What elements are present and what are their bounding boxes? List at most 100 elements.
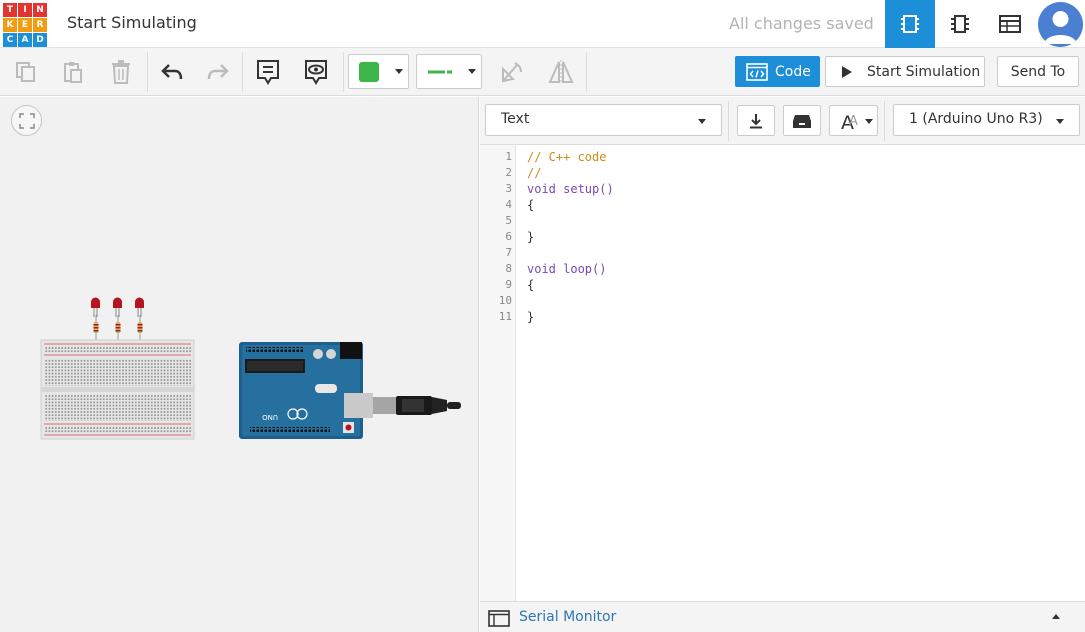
schematic-view-button[interactable] xyxy=(935,0,985,48)
main-toolbar: Code Start Simulation Send To xyxy=(0,48,1085,96)
breadboard[interactable] xyxy=(40,339,195,440)
notes-visibility-button[interactable] xyxy=(300,57,332,87)
toolbar-divider xyxy=(343,52,344,92)
board-select-value: 1 (Arduino Uno R3) xyxy=(909,111,1043,127)
code-line: // C++ code xyxy=(527,150,607,164)
eye-note-icon xyxy=(305,60,327,85)
line-number: 11 xyxy=(498,310,512,323)
line-number: 10 xyxy=(498,294,512,307)
user-avatar[interactable] xyxy=(1038,2,1083,47)
wire-type-dropdown[interactable] xyxy=(416,54,482,89)
redo-button[interactable] xyxy=(202,57,234,87)
code-line: // xyxy=(527,166,542,180)
circuit-drawing: UNO xyxy=(40,297,461,440)
logo-letter: A xyxy=(18,33,32,47)
serial-monitor-bar[interactable]: Serial Monitor xyxy=(480,601,1085,632)
paste-button[interactable] xyxy=(57,57,89,87)
arduino-uno[interactable]: UNO xyxy=(239,342,397,439)
code-line: void loop() xyxy=(527,262,607,276)
code-button-label: Code xyxy=(775,63,811,80)
code-toolbar: Text A A xyxy=(480,97,1085,145)
code-button[interactable]: Code xyxy=(735,56,820,87)
logo-letter: T xyxy=(3,3,17,17)
design-title[interactable]: Start Simulating xyxy=(67,13,197,32)
toolbar-divider xyxy=(586,52,587,92)
resistor[interactable] xyxy=(93,315,99,341)
code-editor-icon xyxy=(746,62,768,81)
component-color-dropdown[interactable] xyxy=(348,54,409,89)
notes-icon xyxy=(257,60,279,85)
workplane-canvas[interactable]: UNO xyxy=(0,97,479,632)
download-icon xyxy=(750,113,762,128)
copy-icon xyxy=(16,62,35,82)
resistor[interactable] xyxy=(115,315,121,341)
redo-icon xyxy=(207,64,229,80)
send-to-button[interactable]: Send To xyxy=(997,56,1079,87)
start-simulation-button[interactable]: Start Simulation xyxy=(825,56,985,87)
code-line: } xyxy=(527,230,535,244)
chevron-up-icon[interactable] xyxy=(1051,613,1061,620)
code-mode-dropdown[interactable]: Text xyxy=(485,104,722,136)
font-size-icon: A A xyxy=(841,112,858,131)
toolbar-divider xyxy=(147,52,148,92)
line-number: 5 xyxy=(505,214,512,227)
led[interactable] xyxy=(113,297,122,318)
library-box-icon xyxy=(793,114,811,128)
code-line: } xyxy=(527,310,535,324)
code-editor[interactable]: // C++ code // void setup() { } void loo… xyxy=(517,145,1085,601)
start-simulation-label: Start Simulation xyxy=(867,63,981,80)
libraries-button[interactable] xyxy=(783,105,821,136)
logo-letter: N xyxy=(33,3,47,17)
wire-icon xyxy=(428,70,452,74)
component-list-icon xyxy=(999,15,1021,33)
rotate-button[interactable] xyxy=(496,57,528,87)
toolbar-divider xyxy=(242,52,243,92)
logo-letter: C xyxy=(3,33,17,47)
serial-monitor-label: Serial Monitor xyxy=(519,609,617,625)
line-number: 4 xyxy=(505,198,512,211)
chevron-down-icon xyxy=(1056,119,1064,124)
download-code-button[interactable] xyxy=(737,105,775,136)
chevron-down-icon xyxy=(395,69,403,74)
led[interactable] xyxy=(91,297,100,318)
flip-button[interactable] xyxy=(545,57,577,87)
resistor[interactable] xyxy=(137,315,143,341)
save-status: All changes saved xyxy=(729,14,874,33)
undo-icon xyxy=(161,64,183,80)
line-number: 8 xyxy=(505,262,512,275)
copy-button[interactable] xyxy=(10,57,42,87)
code-line: void setup() xyxy=(527,182,614,196)
logo-letter: D xyxy=(33,33,47,47)
chevron-down-icon xyxy=(468,69,476,74)
logo-letter: K xyxy=(3,18,17,32)
usb-cable[interactable] xyxy=(396,396,461,415)
trash-icon xyxy=(112,60,130,84)
fit-view-button[interactable] xyxy=(11,105,42,136)
delete-button[interactable] xyxy=(105,57,137,87)
svg-text:UNO: UNO xyxy=(262,413,278,421)
circuit-view-button[interactable] xyxy=(885,0,935,48)
logo-letter: E xyxy=(18,18,32,32)
code-mode-value: Text xyxy=(501,111,530,127)
rotate-icon xyxy=(502,62,522,83)
line-number: 6 xyxy=(505,230,512,243)
undo-button[interactable] xyxy=(156,57,188,87)
notes-button[interactable] xyxy=(252,57,284,87)
font-size-dropdown[interactable]: A A xyxy=(829,105,878,136)
code-line: { xyxy=(527,198,535,212)
chevron-down-icon xyxy=(698,119,706,124)
flip-icon xyxy=(548,60,574,84)
chevron-down-icon xyxy=(865,119,873,124)
code-line: { xyxy=(527,278,535,292)
component-list-button[interactable] xyxy=(985,0,1035,48)
serial-monitor-icon xyxy=(488,610,510,627)
board-select-dropdown[interactable]: 1 (Arduino Uno R3) xyxy=(893,104,1080,136)
led[interactable] xyxy=(135,297,144,318)
user-icon xyxy=(1044,11,1077,44)
line-number: 3 xyxy=(505,182,512,195)
circuit-view-icon xyxy=(901,15,919,33)
color-swatch xyxy=(359,62,379,82)
